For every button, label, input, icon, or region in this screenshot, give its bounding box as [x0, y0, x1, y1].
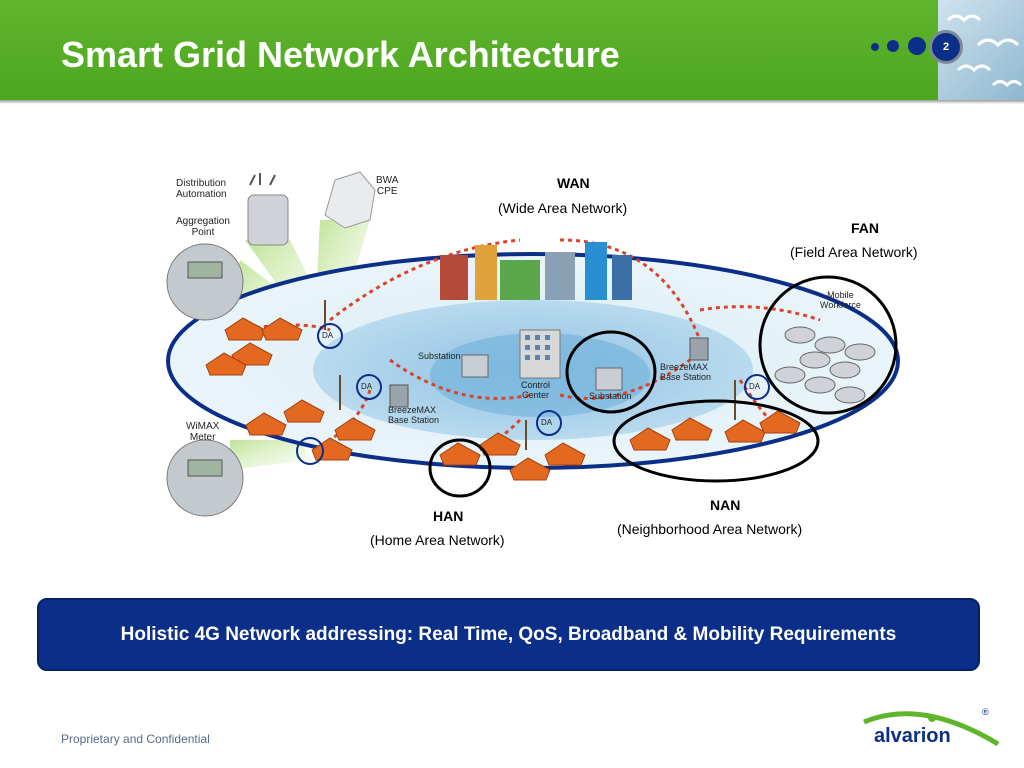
link-arc	[389, 358, 531, 400]
network-diagram	[166, 171, 900, 517]
bwa-cpe-label: BWA CPE	[376, 175, 399, 197]
page-title: Smart Grid Network Architecture	[61, 34, 620, 75]
nan-title: NAN	[710, 497, 741, 513]
alvarion-logo-swoosh	[863, 711, 1000, 747]
nan-subtitle: (Neighborhood Area Network)	[617, 521, 803, 537]
fan-subtitle: (Field Area Network)	[790, 244, 918, 260]
breezemax-left-unit	[389, 384, 409, 408]
substation-right-equipment	[595, 367, 623, 391]
decor-dot-medium	[887, 40, 899, 52]
confidential-notice: Proprietary and Confidential	[61, 732, 210, 746]
houses	[205, 317, 801, 481]
da-circle	[296, 437, 324, 465]
meter-beam	[230, 440, 310, 470]
wan-title: WAN	[557, 175, 590, 191]
alvarion-logo-text: alvarion	[874, 725, 951, 747]
fan-highlight-circle	[758, 275, 898, 415]
substation-right-label: Substation	[589, 391, 632, 401]
bwa-cpe-device	[324, 171, 376, 229]
da-circle	[356, 374, 382, 400]
breezemax-left-label: BreezeMAX Base Station	[388, 405, 440, 425]
nan-highlight-circle	[612, 399, 820, 483]
link-arc	[559, 238, 702, 341]
aggregation-meter	[166, 243, 244, 321]
da-label: DA	[749, 382, 761, 391]
da-circle	[744, 374, 770, 400]
page-number-badge: 2	[929, 30, 963, 64]
breezemax-right-unit	[689, 337, 709, 361]
mobile-workforce-cars	[774, 326, 876, 404]
substation-left-label: Substation	[418, 351, 461, 361]
link-arc	[329, 238, 521, 322]
breezemax-right-label: BreezeMAX Base Station	[660, 362, 712, 382]
wimax-meter-label: WiMAX Meter	[186, 421, 220, 443]
da-circle	[317, 323, 343, 349]
substation-highlight-circle	[565, 330, 657, 414]
han-subtitle: (Home Area Network)	[370, 532, 505, 548]
control-center-label: Control Center	[521, 380, 551, 400]
distribution-automation-label: Distribution Automation	[176, 178, 227, 200]
utility-poles	[324, 300, 736, 450]
da-label: DA	[361, 382, 373, 391]
decor-dot-small	[871, 43, 879, 51]
page-number: 2	[942, 41, 950, 53]
da-label: DA	[322, 331, 334, 340]
substation-left-equipment	[461, 354, 489, 378]
summary-banner: Holistic 4G Network addressing: Real Tim…	[37, 598, 980, 671]
wimax-meter-device	[166, 439, 244, 517]
distribution-automation-device	[247, 173, 289, 246]
header-bar	[0, 0, 1024, 100]
da-circle	[536, 410, 562, 436]
han-title: HAN	[433, 508, 464, 524]
fan-title: FAN	[851, 220, 879, 236]
summary-banner-text: Holistic 4G Network addressing: Real Tim…	[120, 623, 897, 645]
city-buildings	[440, 242, 632, 300]
wan-subtitle: (Wide Area Network)	[498, 200, 628, 216]
link-arc	[559, 358, 691, 400]
link-arc	[699, 305, 821, 322]
registered-mark: ®	[982, 707, 989, 717]
mobile-workforce-label: Mobile Workforce	[820, 290, 861, 310]
decor-dot-large	[908, 37, 926, 55]
header-divider	[0, 100, 1024, 104]
link-arc	[329, 389, 372, 442]
aggregation-point-label: Aggregation Point	[176, 216, 230, 238]
da-label: DA	[541, 418, 553, 427]
han-highlight-circle	[428, 438, 492, 498]
